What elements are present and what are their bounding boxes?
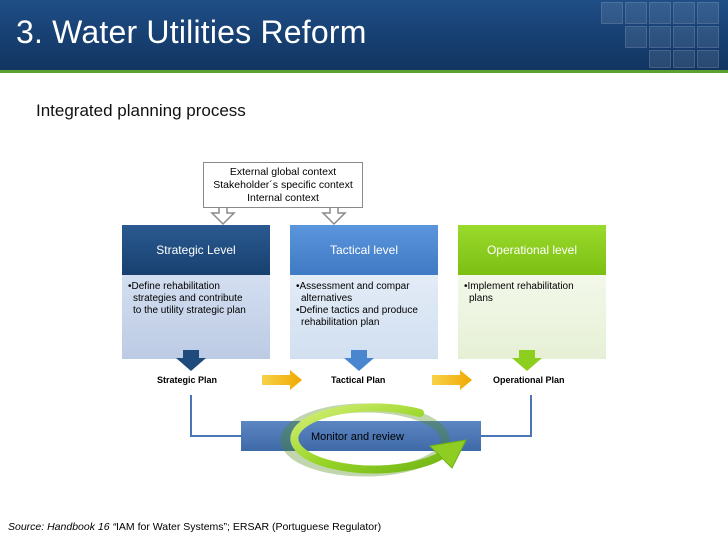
bullet-line: •Define tactics and produce (296, 305, 418, 316)
panel-operational-level: Operational level •Implement rehabilitat… (458, 225, 606, 359)
context-line: External global context (229, 166, 337, 178)
feedback-line-left (190, 395, 241, 437)
panel-tactical-level: Tactical level •Assessment and compar al… (290, 225, 438, 359)
panel-header: Operational level (458, 225, 606, 275)
context-box: External global context Stakeholder´s sp… (203, 162, 363, 208)
panel-title: Operational level (486, 243, 578, 257)
cycle-loop (290, 403, 449, 474)
plan-label-strategic: Strategic Plan (157, 375, 218, 385)
down-arrow-strategic (176, 350, 206, 371)
plan-label-operational: Operational Plan (493, 375, 565, 385)
flow-arrow-strategic-to-tactical (262, 370, 302, 390)
bullet-line: alternatives (301, 293, 353, 304)
panel-header: Tactical level (290, 225, 438, 275)
panel-title: Tactical level (329, 243, 399, 257)
down-arrow-operational (512, 350, 542, 371)
feedback-line-right (481, 395, 532, 437)
source-rest: IAM for Water Systems”; ERSAR (Portugues… (115, 521, 382, 533)
context-line: Stakeholder´s specific context (213, 179, 353, 191)
panel-title: Strategic Level (156, 243, 236, 257)
monitor-review-label: Monitor and review (311, 431, 404, 443)
panel-body: •Assessment and compar alternatives •Def… (290, 275, 438, 359)
flow-arrow-tactical-to-operational (432, 370, 472, 390)
bullet-line: rehabilitation plan (301, 317, 380, 328)
bullet-line: to the utility strategic plan (133, 305, 246, 316)
source-prefix: Source: Handbook 16 “ (8, 521, 116, 533)
plan-label-tactical: Tactical Plan (331, 375, 386, 385)
panel-body: •Implement rehabilitation plans (458, 275, 606, 359)
context-line: Internal context (247, 192, 319, 204)
panel-body: •Define rehabilitation strategies and co… (122, 275, 270, 359)
title-bar: 3. Water Utilities Reform (0, 0, 728, 70)
down-arrow-tactical (344, 350, 374, 371)
bullet-line: •Implement rehabilitation (464, 281, 574, 292)
decorative-tiles (595, 0, 728, 70)
cycle-arrowhead (428, 439, 467, 469)
source-citation: Source: Handbook 16 “IAM for Water Syste… (8, 521, 381, 533)
panel-header: Strategic Level (122, 225, 270, 275)
accent-line (0, 70, 728, 73)
panel-strategic-level: Strategic Level •Define rehabilitation s… (122, 225, 270, 359)
slide-subtitle: Integrated planning process (36, 101, 246, 120)
bullet-line: •Define rehabilitation (128, 281, 220, 292)
bullet-line: strategies and contribute (133, 293, 243, 304)
slide-title: 3. Water Utilities Reform (16, 14, 367, 50)
bullet-line: plans (469, 293, 493, 304)
bullet-line: •Assessment and compar (296, 281, 410, 292)
